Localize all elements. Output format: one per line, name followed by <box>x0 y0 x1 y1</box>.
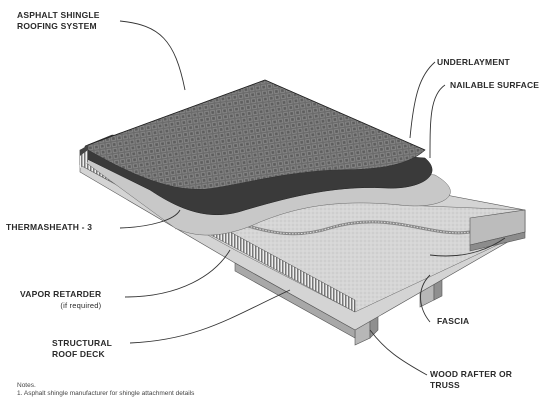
label-asphalt-shingle: ASPHALT SHINGLE ROOFING SYSTEM <box>17 10 100 32</box>
label-structural-line1: STRUCTURAL <box>52 338 112 349</box>
label-wood-rafter: WOOD RAFTER OR TRUSS <box>430 369 512 391</box>
notes-block: Notes. 1. Asphalt shingle manufacturer f… <box>17 382 194 398</box>
label-fascia: FASCIA <box>437 316 469 327</box>
label-asphalt-line2: ROOFING SYSTEM <box>17 21 100 32</box>
label-structural-deck: STRUCTURAL ROOF DECK <box>52 338 112 360</box>
leader-vapor <box>125 250 230 297</box>
label-wood-line2: TRUSS <box>430 380 512 391</box>
label-wood-line1: WOOD RAFTER OR <box>430 369 512 380</box>
leader-deck <box>130 290 290 343</box>
leader-nailable <box>430 85 445 158</box>
leader-underlayment <box>410 62 435 138</box>
notes-title: Notes. <box>17 382 194 390</box>
label-structural-line2: ROOF DECK <box>52 349 112 360</box>
label-vapor-note: (if required) <box>20 300 101 311</box>
leader-rafter <box>370 330 427 375</box>
leader-asphalt <box>120 21 185 90</box>
label-nailable-surface: NAILABLE SURFACE <box>450 80 539 91</box>
label-vapor-retarder: VAPOR RETARDER (if required) <box>20 289 101 311</box>
label-asphalt-line1: ASPHALT SHINGLE <box>17 10 100 21</box>
label-vapor-line1: VAPOR RETARDER <box>20 289 101 300</box>
label-underlayment: UNDERLAYMENT <box>437 57 510 68</box>
label-thermasheath: THERMASHEATH - 3 <box>6 222 92 233</box>
notes-line1: 1. Asphalt shingle manufacturer for shin… <box>17 390 194 398</box>
